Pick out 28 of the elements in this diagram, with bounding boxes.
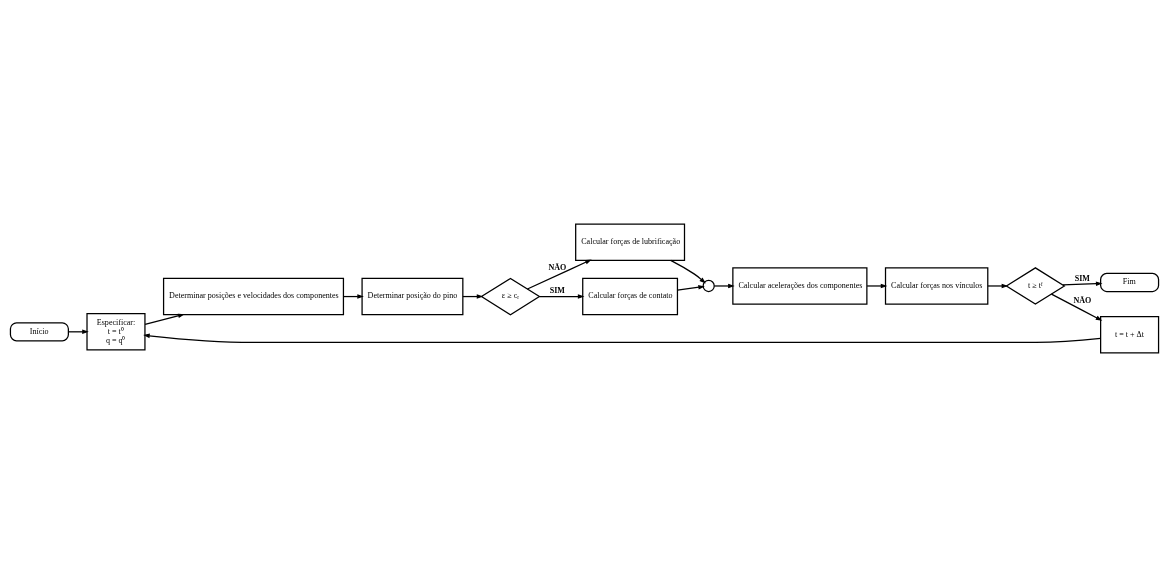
node-box: Calcular forças de lubrificação bbox=[575, 222, 686, 261]
edge-label: NÃO bbox=[1073, 295, 1092, 305]
arrow bbox=[538, 293, 585, 299]
arrow bbox=[1062, 280, 1103, 286]
arrow bbox=[143, 333, 1102, 343]
edge-label: SIM bbox=[1074, 273, 1090, 283]
arrow bbox=[526, 259, 592, 290]
node-circle bbox=[702, 279, 715, 292]
arrow bbox=[670, 259, 706, 284]
node-box: Fim bbox=[1100, 272, 1160, 292]
edge-label: SIM bbox=[549, 285, 565, 295]
node-box: Determinar posições e velocidades dos componentes bbox=[162, 277, 345, 315]
arrow bbox=[713, 283, 735, 288]
node-diamond: ε ≥ cᵣ bbox=[480, 277, 541, 315]
arrow bbox=[676, 284, 705, 291]
node-box: Calcular acelerações dos componentes bbox=[732, 266, 868, 305]
node-box: Início bbox=[9, 321, 69, 341]
node-box: Calcular forças de contato bbox=[582, 277, 679, 315]
node-diamond: t ≥ tᶠ bbox=[1005, 266, 1066, 305]
node-box: Calcular forças nos vínculos bbox=[884, 266, 989, 305]
node-box: Especificar: t = t⁰ q = q⁰ bbox=[86, 312, 146, 351]
arrow bbox=[1050, 293, 1103, 321]
arrow bbox=[866, 283, 888, 288]
edge-label: NÃO bbox=[548, 262, 567, 272]
node-box: t = t + Δt bbox=[1100, 315, 1160, 354]
arrow bbox=[144, 313, 185, 325]
arrow bbox=[987, 283, 1009, 288]
node-box: Determinar posição do pino bbox=[361, 277, 464, 315]
